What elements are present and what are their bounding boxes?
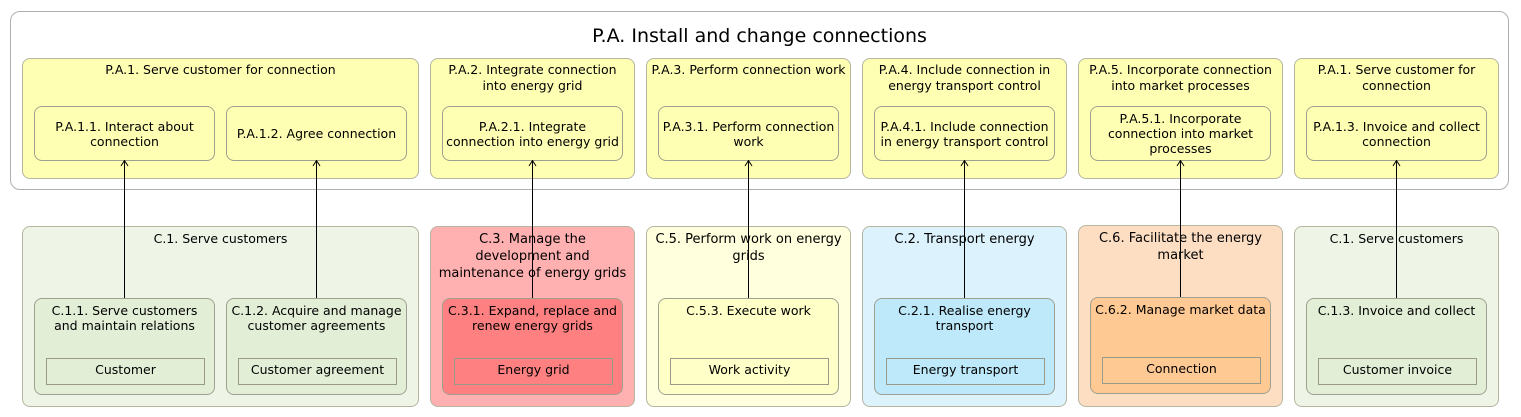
- process-pa41[interactable]: P.A.4.1. Include connection in energy tr…: [874, 106, 1055, 161]
- entity-box: Energy transport: [886, 358, 1045, 385]
- process-group-title: P.A.3. Perform connection work: [651, 62, 846, 77]
- capability-label: C.2.1. Realise energy transport: [898, 303, 1031, 333]
- entity-box: Customer invoice: [1318, 358, 1477, 385]
- process-pa51[interactable]: P.A.5.1. Incorporate connection into mar…: [1090, 106, 1271, 161]
- process-label: P.A.4.1. Include connection in energy tr…: [880, 119, 1049, 149]
- capability-group-title: C.1. Serve customers: [153, 231, 288, 246]
- process-title: P.A. Install and change connections: [592, 25, 927, 47]
- capability-c11[interactable]: C.1.1. Serve customers and maintain rela…: [34, 298, 215, 395]
- process-label: P.A.1.1. Interact about connection: [55, 119, 194, 149]
- process-pa31[interactable]: P.A.3.1. Perform connection work: [658, 106, 839, 161]
- process-group-title: P.A.2. Integrate connection into energy …: [448, 62, 617, 93]
- process-group-title: P.A.1. Serve customer for connection: [1317, 62, 1476, 93]
- capability-label: C.1.2. Acquire and manage customer agree…: [231, 303, 402, 333]
- process-group-title: P.A.4. Include connection in energy tran…: [878, 62, 1051, 93]
- process-label: P.A.2.1. Integrate connection into energ…: [446, 119, 619, 149]
- capability-label: C.1.1. Serve customers and maintain rela…: [51, 303, 198, 333]
- process-label: P.A.3.1. Perform connection work: [662, 119, 835, 149]
- process-pa13[interactable]: P.A.1.3. Invoice and collect connection: [1306, 106, 1487, 161]
- capability-c21[interactable]: C.2.1. Realise energy transport Energy t…: [874, 298, 1055, 395]
- entity-box: Customer: [46, 358, 205, 385]
- capability-label: C.3.1. Expand, replace and renew energy …: [448, 303, 617, 333]
- process-group-title: P.A.1. Serve customer for connection: [105, 62, 336, 77]
- entity-box: Connection: [1102, 357, 1261, 384]
- process-label: P.A.5.1. Incorporate connection into mar…: [1107, 111, 1254, 156]
- process-pa11[interactable]: P.A.1.1. Interact about connection: [34, 106, 215, 161]
- capability-c31[interactable]: C.3.1. Expand, replace and renew energy …: [442, 298, 623, 395]
- entity-box: Energy grid: [454, 358, 613, 385]
- process-pa21[interactable]: P.A.2.1. Integrate connection into energ…: [442, 106, 623, 161]
- capability-c13[interactable]: C.1.3. Invoice and collect Customer invo…: [1306, 298, 1487, 395]
- process-label: P.A.1.2. Agree connection: [236, 126, 397, 141]
- entity-box: Work activity: [670, 358, 829, 385]
- process-pa12[interactable]: P.A.1.2. Agree connection: [226, 106, 407, 161]
- capability-c62[interactable]: C.6.2. Manage market data Connection: [1090, 297, 1271, 394]
- capability-c53[interactable]: C.5.3. Execute work Work activity: [658, 298, 839, 395]
- process-label: P.A.1.3. Invoice and collect connection: [1313, 119, 1480, 149]
- entity-box: Customer agreement: [238, 358, 397, 385]
- capability-label: C.6.2. Manage market data: [1095, 302, 1266, 317]
- capability-label: C.1.3. Invoice and collect: [1317, 303, 1476, 318]
- process-group-title: P.A.5. Incorporate connection into marke…: [1089, 62, 1272, 93]
- capability-c12[interactable]: C.1.2. Acquire and manage customer agree…: [226, 298, 407, 395]
- capability-label: C.5.3. Execute work: [686, 303, 811, 318]
